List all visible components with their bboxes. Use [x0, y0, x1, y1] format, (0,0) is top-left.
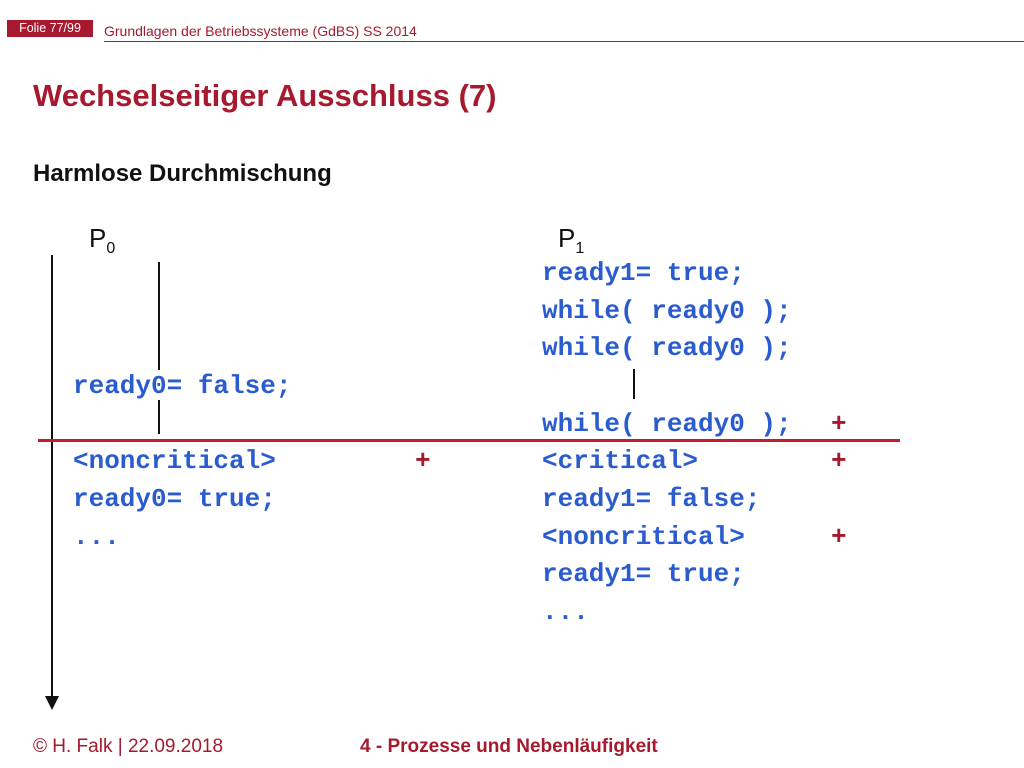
process-label-p0: P0	[89, 223, 115, 258]
p1-code-line: ...	[542, 597, 589, 627]
p0-waiting-bar	[158, 400, 160, 434]
p0-waiting-bar	[158, 262, 160, 370]
p1-code-line: while( ready0 );	[542, 333, 792, 363]
p1-code-line: <noncritical>	[542, 522, 745, 552]
process-p1-name: P	[558, 223, 576, 253]
process-p0-subscript: 0	[106, 240, 116, 257]
process-p1-subscript: 1	[575, 240, 585, 257]
p0-code-line: ready0= true;	[73, 484, 276, 514]
p0-code-line: <noncritical>	[73, 446, 276, 476]
course-title: Grundlagen der Betriebssysteme (GdBS) SS…	[104, 23, 417, 39]
footer-author-date: © H. Falk | 22.09.2018	[33, 736, 224, 757]
p1-code-line: ready1= false;	[542, 484, 761, 514]
p1-code-line: while( ready0 );	[542, 296, 792, 326]
slide-subtitle: Harmlose Durchmischung	[33, 160, 332, 187]
footer-chapter: 4 - Prozesse und Nebenläufigkeit	[360, 736, 658, 757]
p1-code-line: ready1= true;	[542, 559, 745, 589]
plus-marker: +	[831, 446, 847, 476]
p0-code-line: ready0= false;	[73, 371, 292, 401]
p0-code-line: ...	[73, 522, 120, 552]
p1-code-line: ready1= true;	[542, 258, 745, 288]
time-arrow-down-icon	[45, 696, 59, 710]
p1-code-line: <critical>	[542, 446, 699, 476]
process-p0-name: P	[89, 223, 107, 253]
slide-number-badge: Folie 77/99	[7, 20, 93, 37]
p1-waiting-bar	[633, 369, 635, 399]
slide-title: Wechselseitiger Ausschluss (7)	[33, 78, 497, 113]
plus-marker: +	[415, 446, 431, 476]
time-axis-line	[51, 255, 53, 699]
interleaving-cut-line	[38, 439, 900, 442]
p1-code-line: while( ready0 );	[542, 409, 792, 439]
plus-marker: +	[831, 409, 847, 439]
plus-marker: +	[831, 522, 847, 552]
header-divider	[104, 41, 1024, 42]
process-label-p1: P1	[558, 223, 584, 258]
